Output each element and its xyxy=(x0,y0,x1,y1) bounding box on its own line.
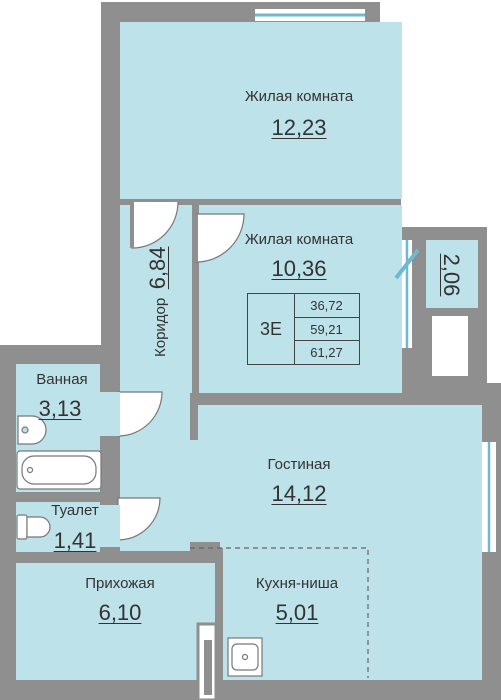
balcony-area: 2,06 xyxy=(439,253,464,297)
bathroom-name: Ванная xyxy=(36,371,88,388)
total-area: 59,21 xyxy=(294,317,359,341)
bathtub-icon xyxy=(16,450,102,490)
bedroom1-name: Жилая комната xyxy=(244,88,354,105)
living-area: 14,12 xyxy=(271,481,327,506)
door-bedroom2 xyxy=(194,213,245,263)
room-kitchen xyxy=(222,548,482,680)
room-hall xyxy=(16,563,215,680)
kitchen-zone-line xyxy=(190,547,369,678)
bedroom2-area: 10,36 xyxy=(271,256,327,281)
sink-kitchen-icon xyxy=(227,637,263,677)
kitchen-area: 5,01 xyxy=(275,600,319,625)
room-living xyxy=(198,405,482,548)
kitchen-name: Кухня-ниша xyxy=(255,575,339,592)
corridor-name: Коридор xyxy=(152,297,169,357)
doorway-toilet xyxy=(100,505,120,547)
living-name: Гостиная xyxy=(267,456,331,473)
balcony-door-leaf xyxy=(394,248,420,280)
toilet-icon xyxy=(16,514,51,540)
doorway-bathroom xyxy=(100,392,120,436)
door-toilet xyxy=(117,497,161,541)
corridor-area: 6,84 xyxy=(145,246,170,290)
doorway-living xyxy=(190,440,200,520)
bedroom2-name: Жилая комната xyxy=(244,231,354,248)
room-bedroom1 xyxy=(120,22,402,199)
partition-wall xyxy=(215,548,223,700)
room-balcony xyxy=(426,240,478,308)
hall-name: Прихожая xyxy=(85,575,155,592)
total-area-with-balcony: 61,27 xyxy=(294,340,359,364)
door-bedroom1 xyxy=(130,201,179,249)
kitchen-wall-gap xyxy=(190,542,220,550)
bedroom1-area: 12,23 xyxy=(271,115,327,140)
hall-area: 6,10 xyxy=(98,600,142,625)
apartment-type: 3Е xyxy=(248,294,295,364)
door-bathroom xyxy=(117,391,163,437)
apartment-summary-box: 3Е 36,72 59,21 61,27 xyxy=(247,293,360,365)
corridor-label: Коридор 6,84 xyxy=(145,246,170,357)
living-area-total: 36,72 xyxy=(310,298,343,313)
toilet-name: Туалет xyxy=(51,502,99,519)
shaft-inner xyxy=(204,640,212,695)
toilet-area: 1,41 xyxy=(53,528,97,553)
bathroom-area: 3,13 xyxy=(38,396,82,421)
sink-bathroom-icon xyxy=(17,415,47,445)
balcony-closet xyxy=(428,312,472,380)
